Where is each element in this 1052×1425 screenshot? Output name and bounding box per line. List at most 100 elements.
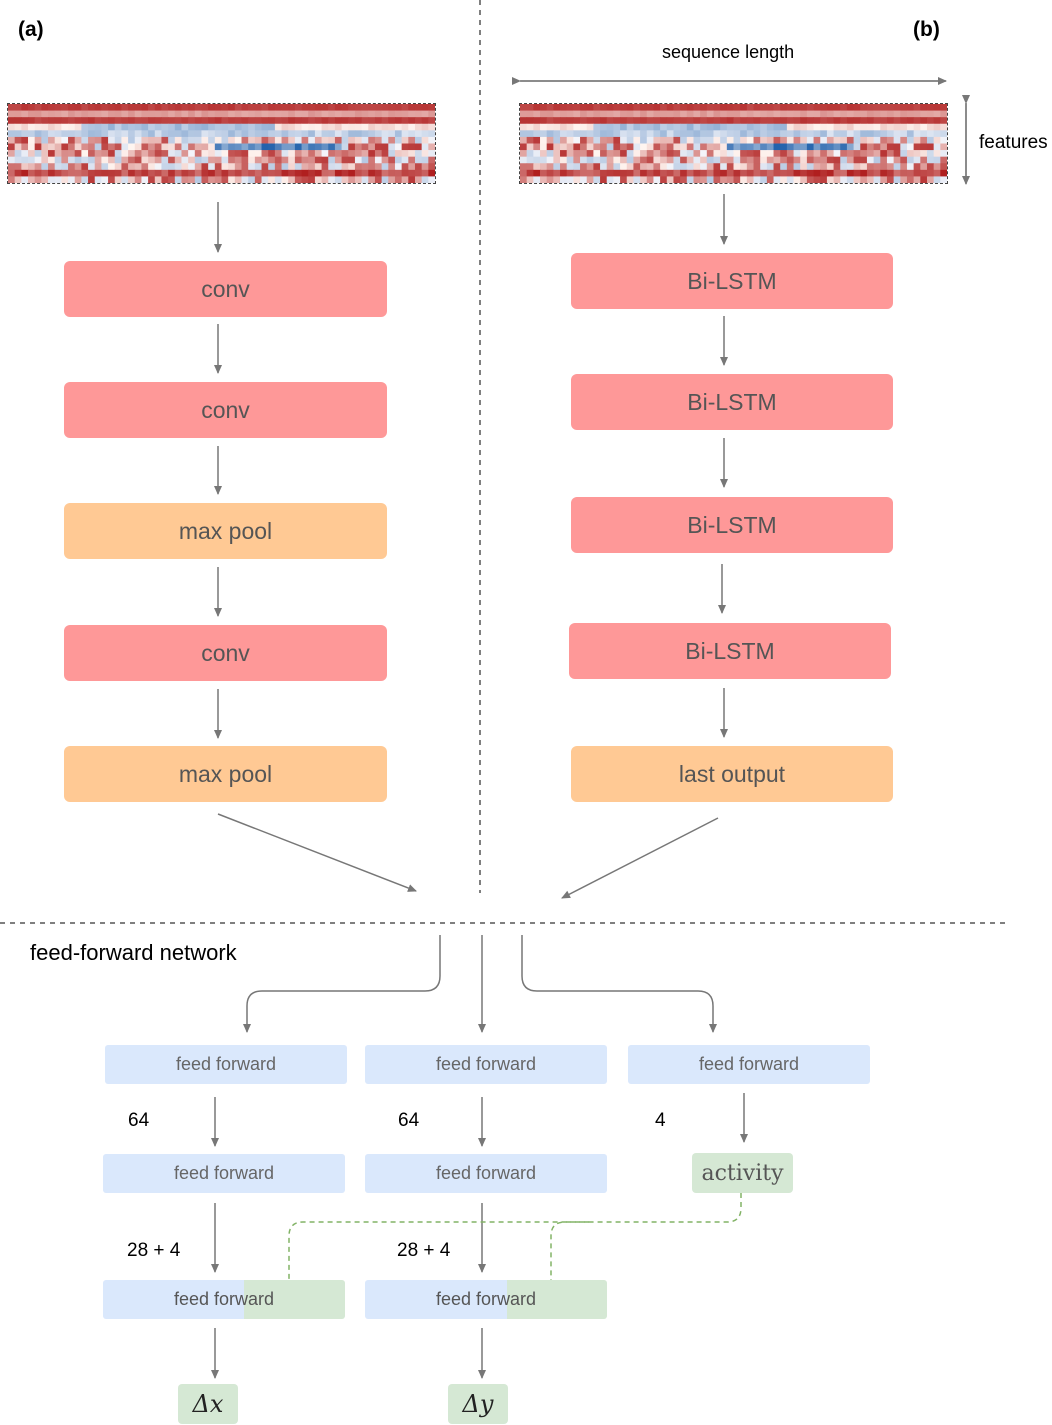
heatmap-cell [408,117,416,125]
heatmap-cell [600,136,608,144]
heatmap-cell [860,123,868,131]
heatmap-cell [793,130,801,138]
heatmap-cell [900,169,908,177]
heatmap-cell [148,136,156,144]
heatmap-cell [321,110,329,118]
heatmap-cell [733,104,741,112]
heatmap-cell [553,130,561,138]
heatmap-cell [201,130,209,138]
heatmap-cell [128,104,136,112]
heatmap-cell [800,117,808,125]
heatmap-cell [653,169,661,177]
heatmap-cell [726,104,734,112]
heatmap-cell [261,123,269,131]
heatmap-cell [54,169,62,177]
heatmap-cell [108,150,116,158]
heatmap-cell [221,130,229,138]
heatmap-cell [686,130,694,138]
heatmap-cell [368,136,376,144]
heatmap-cell [381,123,389,131]
heatmap-cell [646,176,654,184]
heatmap-cell [866,150,875,158]
heatmap-cell [673,176,681,184]
heatmap-cell [853,136,861,144]
heatmap-cell [14,136,22,144]
heatmap-cell [806,163,815,171]
heatmap-cell [846,110,855,118]
heatmap-cell [148,163,156,171]
heatmap-cell [288,104,296,112]
heatmap-cell [288,117,296,125]
heatmap-cell [673,169,681,177]
heatmap-cell [846,130,855,138]
heatmap-cell [74,163,82,171]
heatmap-cell [706,117,714,125]
heatmap-cell [428,143,436,151]
heatmap-cell [640,123,648,131]
heatmap-cell [88,104,96,112]
heatmap-cell [61,110,69,118]
heatmap-cell [254,143,263,151]
heatmap-cell [606,143,614,151]
heatmap-cell [194,110,202,118]
heatmap-cell [646,156,654,164]
heatmap-cell [560,150,568,158]
heatmap-cell [646,169,654,177]
heatmap-cell [321,150,329,158]
heatmap-cell [388,130,396,138]
heatmap-cell [408,163,416,171]
heatmap-cell [28,169,36,177]
heatmap-cell [114,130,122,138]
heatmap-cell [128,156,136,164]
heatmap-cell [753,110,761,118]
heatmap-cell [194,176,202,184]
heatmap-cell [94,143,102,151]
heatmap-cell [886,169,895,177]
heatmap-cell [660,110,668,118]
heatmap-cell [533,130,541,138]
heatmap-cell [906,169,915,177]
heatmap-cell [800,143,808,151]
heatmap-cell [866,130,875,138]
heatmap-cell [693,110,701,118]
heatmap-cell [773,163,781,171]
heatmap-cell [308,110,316,118]
heatmap-cell [168,104,176,112]
heatmap-cell [281,150,289,158]
heatmap-cell [873,136,881,144]
heatmap-cell [906,123,915,131]
heatmap-cell [414,130,423,138]
heatmap-cell [228,110,236,118]
heatmap-cell [766,169,775,177]
ff-activity-1: feed forward [628,1045,870,1084]
heatmap-cell [201,117,209,125]
heatmap-cell [388,104,396,112]
heatmap-cell [553,163,561,171]
heatmap-cell [241,136,249,144]
heatmap-cell [713,176,721,184]
heatmap-cell [933,156,941,164]
heatmap-cell [421,117,429,125]
heatmap-cell [48,143,56,151]
heatmap-cell [520,130,528,138]
heatmap-cell [886,143,895,151]
heatmap-cell [853,169,861,177]
heatmap-cell [401,176,409,184]
heatmap-cell [753,143,761,151]
heatmap-cell [241,143,249,151]
heatmap-cell [101,136,109,144]
heatmap-cell [560,176,568,184]
heatmap-cell [540,136,548,144]
heatmap-cell [161,136,169,144]
heatmap-cell [274,156,283,164]
heatmap-cell [526,156,534,164]
heatmap-cell [388,136,396,144]
heatmap-cell [148,117,156,125]
heatmap-cell [168,123,176,131]
heatmap-cell [74,150,82,158]
heatmap-cell [188,136,196,144]
heatmap-cell [401,130,409,138]
heatmap-cell [660,143,668,151]
heatmap-cell [294,143,303,151]
heatmap-cell [34,150,42,158]
